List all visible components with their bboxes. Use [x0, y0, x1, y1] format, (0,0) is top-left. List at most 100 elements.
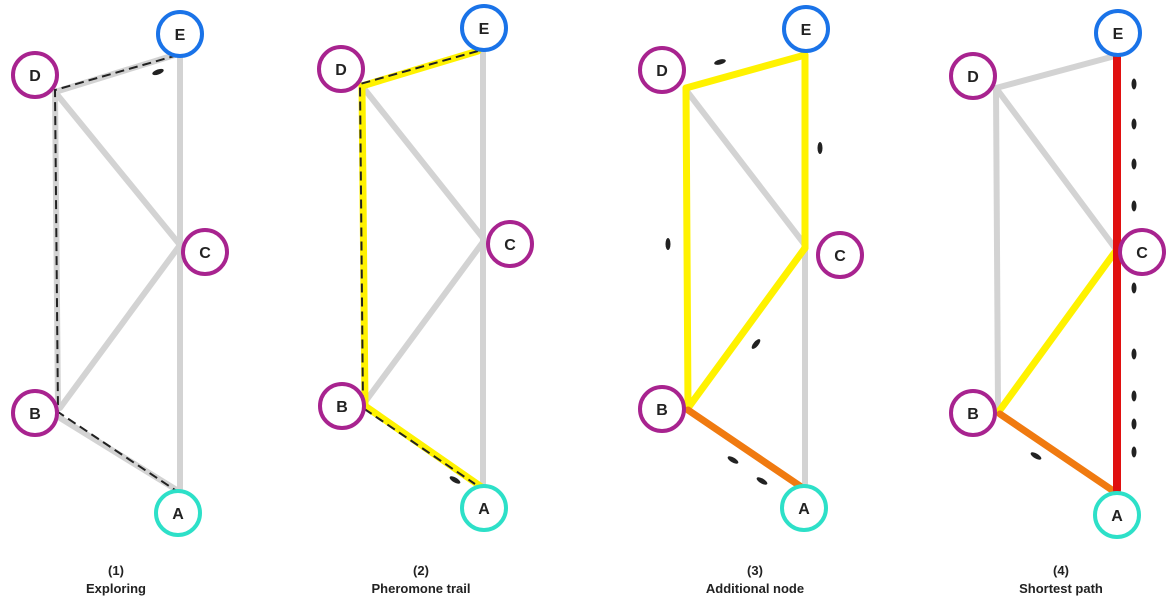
panel-2-node-labels: E D C B A: [335, 21, 516, 518]
node-c: [486, 220, 534, 268]
node-b: [638, 385, 686, 433]
node-label-b: B: [967, 406, 979, 423]
panel-2-pheromone: [358, 47, 487, 492]
panel-4-ants: [1030, 78, 1137, 460]
ant-icon: [727, 456, 739, 464]
ant-icon: [665, 238, 671, 250]
edge-d-b: [993, 85, 1001, 411]
edge-b-c: [57, 242, 183, 411]
panel-3: E D C B A: [638, 5, 864, 532]
panel-3-strong-pheromone: [684, 406, 804, 490]
ant-icon: [751, 339, 761, 349]
node-a: [154, 489, 202, 537]
panel-4-edges: [993, 53, 1118, 411]
edge-d-c: [52, 89, 183, 248]
node-e: [156, 10, 204, 58]
node-d: [11, 51, 59, 99]
node-label-c: C: [199, 245, 211, 262]
strong-pheromone-b-a: [996, 410, 1116, 494]
node-label-d: D: [335, 62, 347, 79]
panel-3-pheromone: [682, 51, 809, 412]
panel-1-nodes: [11, 10, 229, 537]
ant-path: [358, 50, 479, 485]
panel-2-ant-path: [358, 50, 479, 485]
panel-2-number: (2): [413, 563, 429, 578]
node-label-b: B: [336, 399, 348, 416]
node-b: [318, 382, 366, 430]
panel-1-ant-path: [53, 54, 179, 493]
ant-icon: [1030, 452, 1042, 460]
ant-icon: [714, 59, 726, 65]
pheromone-b-c: [684, 244, 809, 412]
edge-d-e: [993, 53, 1118, 91]
panel-4-caption: (4) Shortest path: [951, 562, 1166, 598]
panel-2-caption: (2) Pheromone trail: [311, 562, 531, 598]
ant-icon: [1131, 282, 1137, 294]
ant-icon: [449, 476, 461, 484]
ant-icon: [1131, 78, 1137, 90]
node-c: [181, 228, 229, 276]
panel-1: E D C B A: [11, 10, 229, 537]
panel-4: E D C B A: [949, 9, 1166, 539]
ant-icon: [1131, 200, 1137, 212]
panel-4-number: (4): [1053, 563, 1069, 578]
edge-d-c: [359, 83, 486, 241]
edge-d-c: [683, 87, 808, 248]
node-label-a: A: [1111, 508, 1123, 525]
node-label-c: C: [834, 248, 846, 265]
ant-exploration-path: [53, 54, 179, 493]
panel-1-title: Exploring: [86, 581, 146, 596]
panel-2-nodes: [317, 4, 534, 532]
node-label-e: E: [801, 22, 812, 39]
strong-pheromone-b-a: [684, 406, 804, 490]
node-e: [1094, 9, 1142, 57]
ant-icon: [1131, 348, 1137, 360]
panel-3-ants: [665, 59, 823, 485]
node-label-e: E: [479, 21, 490, 38]
panel-4-nodes: [949, 9, 1166, 539]
node-d: [638, 46, 686, 94]
panel-4-strong-pheromone: [996, 410, 1116, 494]
pheromone-trail: [358, 47, 487, 492]
node-c: [816, 231, 864, 279]
node-label-c: C: [1136, 245, 1148, 262]
edge-b-a: [57, 415, 183, 495]
node-d: [949, 52, 997, 100]
panel-3-node-labels: E D C B A: [656, 22, 846, 518]
ant-icon: [152, 68, 164, 76]
node-e: [782, 5, 830, 53]
panel-2: E D C B A: [317, 4, 534, 532]
node-label-a: A: [172, 506, 184, 523]
ant-icon: [817, 142, 823, 154]
panel-4-title: Shortest path: [1019, 581, 1103, 596]
panel-3-title: Additional node: [705, 581, 805, 596]
ant-icon: [756, 477, 768, 485]
pheromone-b-c: [996, 248, 1119, 414]
ant-icon: [1131, 390, 1137, 402]
panel-2-title: Pheromone trail: [371, 581, 471, 596]
pheromone-d-e: [682, 51, 809, 92]
ant-icon: [1131, 158, 1137, 170]
node-label-a: A: [798, 501, 810, 518]
node-label-e: E: [1113, 26, 1124, 43]
node-label-d: D: [656, 63, 668, 80]
node-label-d: D: [29, 68, 41, 85]
panel-1-number: (1): [108, 563, 124, 578]
panel-1-ants: [152, 68, 164, 76]
node-b: [949, 389, 997, 437]
panel-3-number: (3): [747, 563, 763, 578]
edge-b-c: [362, 239, 486, 405]
node-label-d: D: [967, 69, 979, 86]
node-b: [11, 389, 59, 437]
panel-3-nodes: [638, 5, 864, 532]
ant-icon: [1131, 418, 1137, 430]
panel-1-edges: [52, 51, 183, 495]
node-a: [1093, 491, 1141, 539]
node-label-b: B: [29, 406, 41, 423]
node-e: [460, 4, 508, 52]
pheromone-d-b: [682, 84, 692, 412]
node-a: [780, 484, 828, 532]
node-label-e: E: [175, 27, 186, 44]
edge-d-c: [993, 85, 1118, 251]
